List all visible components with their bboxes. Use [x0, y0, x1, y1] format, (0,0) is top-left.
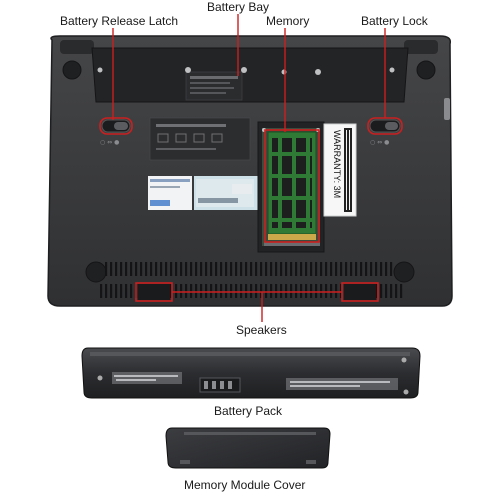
battery-bay [91, 47, 409, 103]
label-speakers: Speakers [236, 323, 287, 337]
label-memory: Memory [266, 14, 310, 28]
label-battery-lock: Battery Lock [361, 14, 428, 28]
label-battery-release-latch: Battery Release Latch [60, 14, 179, 28]
memory-module-cover [165, 427, 331, 469]
windows-sticker [148, 176, 192, 210]
warranty-text: WARRANTY: 3M [332, 130, 342, 198]
warranty-decal: WARRANTY: 3M [323, 123, 357, 217]
svg-text:○ ⇔ ●: ○ ⇔ ● [100, 139, 119, 146]
callout-lines [99, 14, 403, 322]
memory-bay [257, 121, 325, 253]
battery-lock-switch: ○ ⇔ ● [369, 119, 401, 146]
laptop-bottom-chassis [47, 35, 453, 307]
regulatory-label [149, 117, 251, 161]
label-battery-bay: Battery Bay [207, 0, 270, 14]
coa-sticker [194, 176, 258, 210]
speaker-grill-right [344, 284, 376, 300]
bottom-vent [98, 262, 404, 298]
battery-pack [81, 347, 421, 399]
label-battery-pack: Battery Pack [214, 404, 283, 418]
speaker-grill-left [138, 284, 170, 300]
battery-release-latch: ○ ⇔ ● [100, 119, 131, 146]
svg-text:○ ⇔ ●: ○ ⇔ ● [370, 139, 389, 146]
label-memory-module-cover: Memory Module Cover [184, 478, 306, 492]
